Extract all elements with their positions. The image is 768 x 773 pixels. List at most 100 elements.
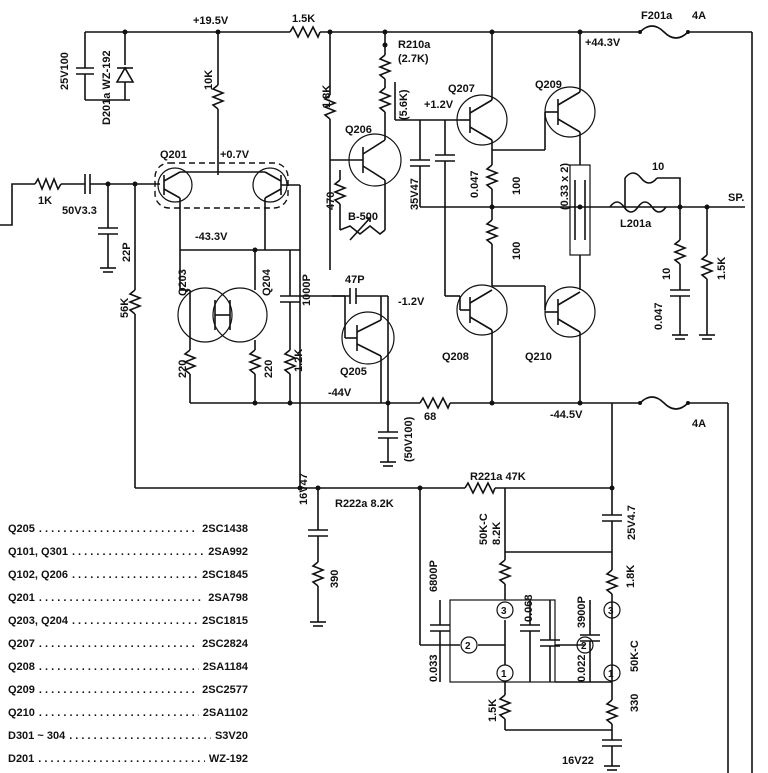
label-r-100-a: 100	[511, 177, 523, 195]
label-c-25v100: 25V100	[59, 52, 71, 90]
resistor-10k	[210, 29, 226, 175]
pin-label-2a: 2	[465, 641, 471, 652]
pot-pin-markers	[460, 601, 621, 682]
label-node-0v7: +0.7V	[220, 149, 250, 161]
transistor-q201	[154, 162, 303, 491]
label-c-0047-b: 0.047	[653, 302, 665, 330]
resistor-r210a	[377, 29, 396, 120]
parts-value: 2SA1184	[202, 661, 248, 673]
label-r222a: R222a 8.2K	[335, 498, 394, 510]
label-l201a: L201a	[620, 218, 652, 230]
parts-row: Q102, Q2062SC1845	[8, 564, 248, 587]
parts-value: 2SC1815	[202, 615, 248, 627]
parts-row: D201 WZ-192	[8, 748, 248, 771]
positive-rail	[85, 31, 753, 773]
label-r-470: 470	[325, 192, 337, 210]
label-r-1k5b: 1.5K	[487, 699, 499, 722]
parts-row: D301 ~ 304S3V20	[8, 725, 248, 748]
label-c-22p: 22P	[121, 242, 133, 262]
parts-ref: Q102, Q206	[8, 569, 68, 581]
label-c-16v47: 16V47	[298, 473, 310, 505]
label-c-50v100: (50V100)	[403, 416, 415, 462]
transistor-q203-q204	[177, 247, 300, 403]
pin-label-3b: 3	[608, 606, 614, 617]
transistor-q205	[300, 288, 395, 406]
parts-value: WZ-192	[208, 753, 248, 765]
feedback-network	[308, 403, 622, 771]
output-network	[609, 172, 745, 340]
label-q205: Q205	[340, 366, 367, 378]
label-c-35v47: 35V47	[409, 178, 421, 210]
label-r-220-b: 220	[263, 360, 275, 378]
parts-ref: Q205	[8, 523, 35, 535]
label-r-10k: 10K	[203, 70, 215, 90]
label-fuse-top: 4A	[692, 10, 706, 22]
parts-ref: D301 ~ 304	[8, 730, 66, 742]
label-r-5k6: (5.6K)	[398, 89, 410, 120]
pin-label-3a: 3	[501, 606, 507, 617]
label-speaker: SP.	[728, 192, 744, 204]
parts-list: Q2052SC1438 Q101, Q3012SA992 Q102, Q2062…	[8, 518, 248, 771]
label-r-1k8b: 1.8K	[625, 565, 637, 588]
label-r-56k: 56K	[119, 298, 131, 318]
parts-ref: Q208	[8, 661, 35, 673]
label-vr-50kc-a: 50K-C	[478, 513, 490, 545]
label-vr-b500: B-500	[348, 211, 378, 223]
parts-value: 2SA1102	[202, 707, 248, 719]
parts-value: 2SC2824	[202, 638, 248, 650]
label-rail-44v3: +44.3V	[585, 37, 621, 49]
label-c-1000p: 1000P	[301, 274, 313, 306]
parts-value: 2SA798	[208, 592, 248, 604]
label-r-1k2: 1.2K	[293, 349, 305, 372]
label-vr-50kc-b: 50K-C	[629, 640, 641, 672]
label-r-1k5: 1.5K	[292, 13, 315, 25]
parts-value: 2SA992	[208, 546, 248, 558]
label-c-0047-a: 0.047	[469, 170, 481, 198]
label-r-1k8: 1.8K	[321, 85, 333, 108]
label-fuse-bottom: 4A	[692, 418, 706, 430]
label-r-1k-in: 1K	[38, 195, 52, 207]
input-wiring	[0, 174, 318, 489]
pin-label-1b: 1	[608, 669, 614, 680]
label-r-10-b: 10	[661, 268, 673, 280]
parts-value: 2SC2577	[202, 684, 248, 696]
zener-d201a	[76, 29, 135, 101]
transistor-q209	[544, 29, 596, 290]
label-r-033x2: (0.33 x 2)	[559, 163, 571, 210]
parts-ref: Q207	[8, 638, 35, 650]
label-q207: Q207	[448, 83, 475, 95]
label-rail-44v: -44V	[328, 387, 352, 399]
label-q209: Q209	[535, 79, 562, 91]
label-r210a-val: (2.7K)	[398, 53, 429, 65]
label-r-68: 68	[424, 411, 436, 423]
label-f201a: F201a	[641, 10, 673, 22]
cap-35v47	[395, 119, 680, 297]
label-c-50v33: 50V3.3	[62, 205, 97, 217]
label-q206: Q206	[345, 124, 372, 136]
label-q210: Q210	[525, 351, 552, 363]
parts-row: Q209 2SC2577	[8, 679, 248, 702]
parts-row: Q101, Q301 2SA992	[8, 541, 248, 564]
label-c-25v47: 25V4.7	[626, 505, 638, 540]
parts-row: Q205 2SC1438	[8, 518, 248, 541]
parts-ref: D201	[8, 753, 35, 765]
cap-1000p-res-1k2	[252, 250, 300, 406]
label-q201: Q201	[160, 149, 187, 161]
label-q204: Q204	[261, 268, 273, 296]
label-r-100-b: 100	[511, 242, 523, 260]
parts-value: 2SC1438	[202, 523, 248, 535]
parts-row: Q201 2SA798	[8, 587, 248, 610]
bias-network-q206	[322, 29, 402, 270]
parts-ref: Q209	[8, 684, 35, 696]
parts-row: Q203, Q2042SC1815	[8, 610, 248, 633]
parts-ref: Q201	[8, 592, 35, 604]
label-r-390: 390	[329, 570, 341, 588]
label-c-6800p: 6800P	[428, 560, 440, 592]
label-c-0022: 0.022	[576, 654, 588, 682]
label-node-1v2-neg: -1.2V	[398, 296, 425, 308]
parts-row: Q208 2SA1184	[8, 656, 248, 679]
label-c-0033: 0.033	[428, 654, 440, 682]
parts-ref: Q101, Q301	[8, 546, 68, 558]
fuse-bottom	[638, 396, 690, 410]
